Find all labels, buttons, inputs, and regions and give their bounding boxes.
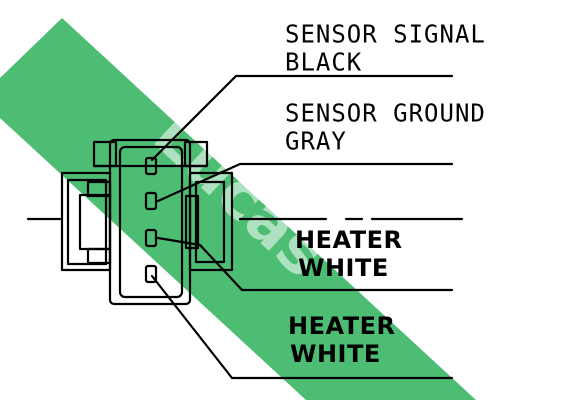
connector-pins (144, 156, 158, 284)
label-pin4-color: WHITE (290, 340, 381, 368)
leader-pin-4 (150, 274, 454, 380)
label-pin2-signal: SENSOR GROUND (285, 98, 486, 128)
leader-pin-1 (150, 74, 454, 162)
leader-lines (150, 74, 454, 380)
connector-housing (108, 138, 192, 306)
pin-4 (144, 264, 158, 284)
label-pin3-color: WHITE (298, 254, 389, 282)
label-pin1-color: BLACK (285, 47, 363, 77)
leader-pin-3 (156, 236, 454, 292)
connector-left-latch (60, 171, 112, 272)
connector-top-tabs (92, 140, 209, 168)
pin-2 (144, 191, 158, 211)
label-pin1-signal: SENSOR SIGNAL (285, 19, 486, 49)
label-pin3-signal: HEATER (295, 226, 403, 254)
green-diagonal-band (0, 18, 476, 400)
label-pin4-signal: HEATER (288, 312, 396, 340)
leader-pin-2 (156, 162, 454, 203)
pin-1 (144, 156, 158, 176)
pin-3 (144, 228, 158, 248)
label-pin2-color: GRAY (285, 126, 347, 156)
